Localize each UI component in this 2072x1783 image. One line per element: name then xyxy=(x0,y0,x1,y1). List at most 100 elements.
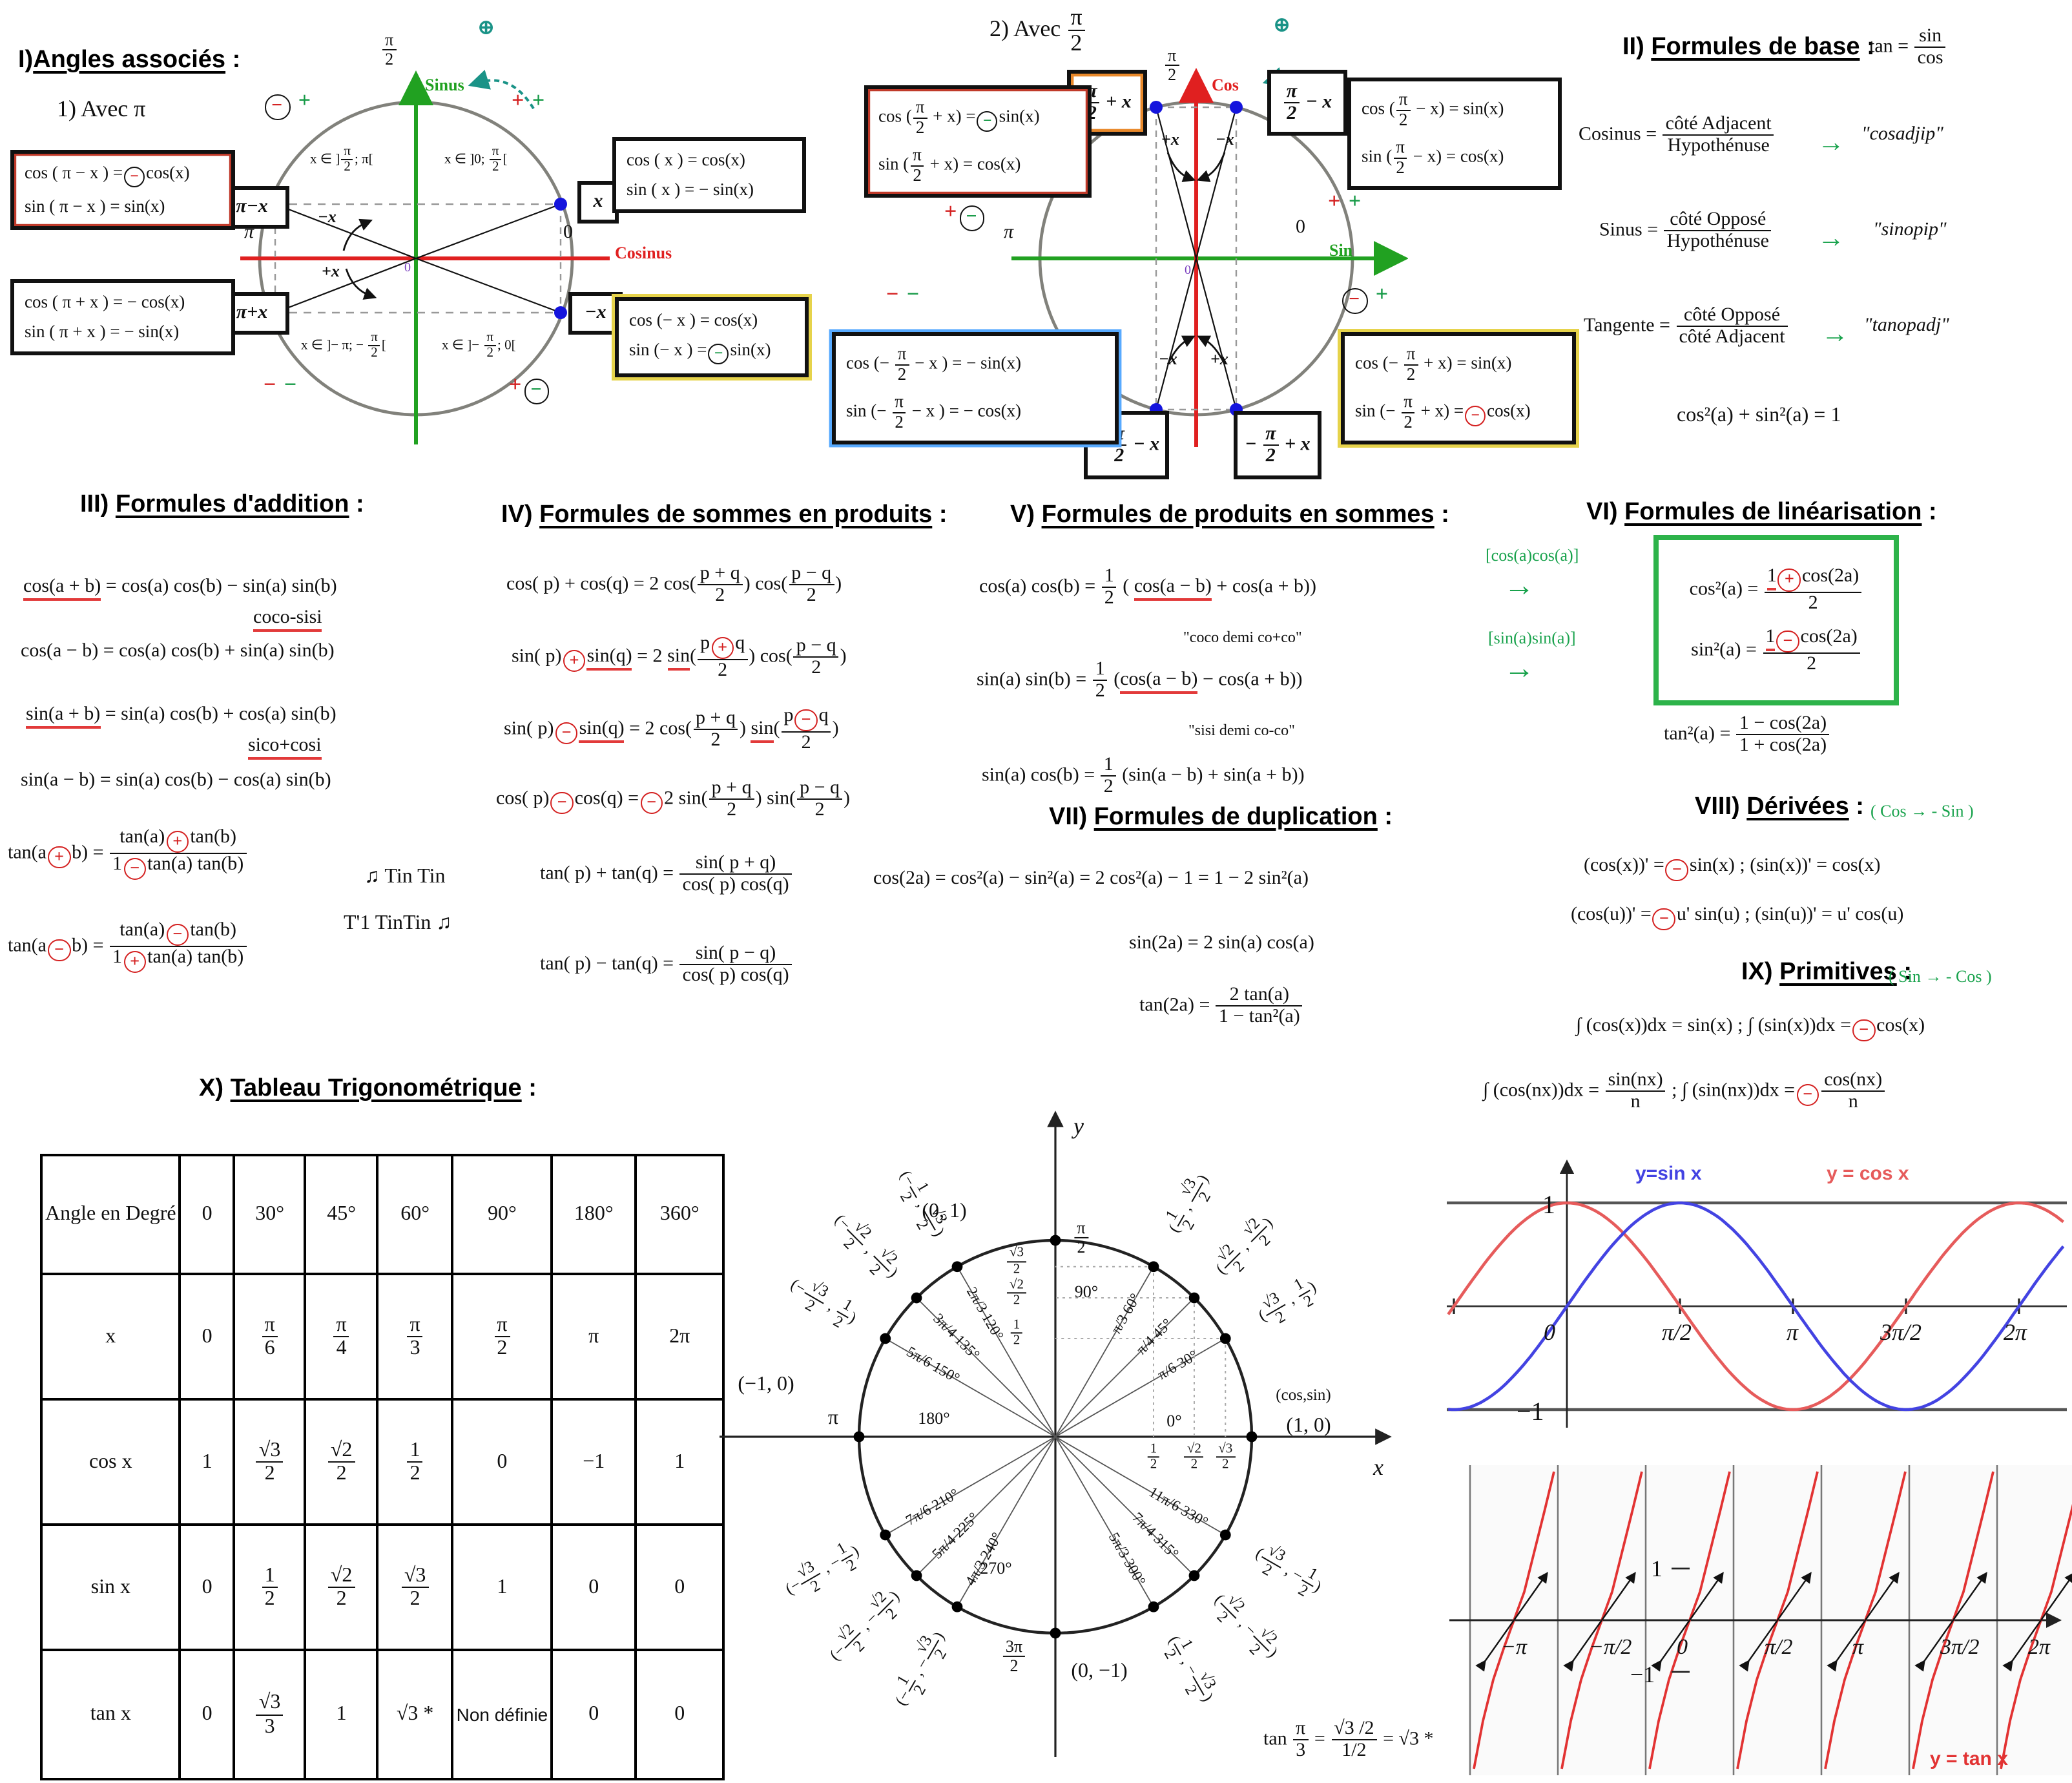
table-cell: tan x xyxy=(39,1649,181,1780)
linearisation-box: cos²(a) = 1+cos(2a)2 sin²(a) = 1−cos(2a)… xyxy=(1653,535,1899,705)
section-vi-title: VI) Formules de linéarisation : xyxy=(1586,499,1937,526)
formula-line: cos(a + b) = cos(a) cos(b) − sin(a) sin(… xyxy=(23,576,337,601)
c1-sign-q1: + + xyxy=(512,88,546,112)
formula-line: sin ( x ) = − sin(x) xyxy=(627,180,754,199)
formula-line: tan( p) + tan(q) = sin( p + q)cos( p) co… xyxy=(540,853,793,896)
unit-circle-coord: (−1, 0) xyxy=(738,1373,794,1395)
c1-sign-q3: − − xyxy=(264,372,298,397)
formula-line: ∫ (cos(nx))dx = sin(nx)n ; ∫ (sin(nx))dx… xyxy=(1483,1070,1886,1113)
table-cell: −1 xyxy=(550,1398,637,1526)
green-arrow-icon: → xyxy=(1821,319,1849,349)
table-cell: Angle en Degré xyxy=(39,1154,181,1275)
unit-circle-label: 90° xyxy=(1074,1282,1099,1301)
c2-sign-right-top: + + xyxy=(1328,189,1363,213)
cosinus-mnemonic: "cosadjip" xyxy=(1861,124,1943,145)
table-cell: 0 xyxy=(634,1523,725,1651)
section-x-title: X) Tableau Trigonométrique : xyxy=(199,1075,537,1102)
c1-rotation-icon: ⊕ xyxy=(478,18,495,39)
unit-circle-label: 270° xyxy=(980,1558,1012,1578)
section-i-subtitle: 1) Avec π xyxy=(57,96,146,121)
unit-circle-pi2-figure xyxy=(1011,67,1408,447)
unit-circle-label: π xyxy=(827,1407,839,1429)
c1-sign-q2: − + xyxy=(264,88,312,120)
formula-line: sin ( π − x ) = sin(x) xyxy=(25,196,165,216)
svg-text:−π/2: −π/2 xyxy=(1589,1635,1632,1659)
c1-minus-x-angle: −x xyxy=(318,207,337,226)
table-cell: sin x xyxy=(39,1523,181,1651)
tintin-note: T'1 TinTin ♫ xyxy=(344,912,452,934)
unit-circle-label: 0° xyxy=(1166,1411,1182,1430)
unit-circle-coord: (0, −1) xyxy=(1071,1660,1128,1682)
formula-line: (cos(u))' =−u' sin(u) ; (sin(u))' = u' c… xyxy=(1571,904,1903,931)
section-vii-title: VII) Formules de duplication : xyxy=(1049,804,1393,831)
pythagorean-identity: cos²(a) + sin²(a) = 1 xyxy=(1677,404,1841,426)
c1-box-pi-minus: cos ( π − x ) =−cos(x) sin ( π − x ) = s… xyxy=(10,150,235,231)
green-arrow-icon: → xyxy=(1818,224,1845,253)
table-cell: 1 xyxy=(304,1649,379,1780)
mnemonic-note: "coco demi co+co" xyxy=(1183,628,1302,646)
section-ix-title: IX) Primitives : xyxy=(1741,959,1912,986)
svg-text:π/2: π/2 xyxy=(1765,1635,1792,1659)
formula-line: cos(a − b) = cos(a) cos(b) + sin(a) sin(… xyxy=(21,641,335,662)
c1-box-pi-plus: cos ( π + x ) = − cos(x) sin ( π + x ) =… xyxy=(10,279,235,355)
section-i-title: I)Angles associés : xyxy=(18,47,241,74)
green-arrow-icon: → xyxy=(1504,651,1535,686)
derivative-hint: ( Cos → - Sin ) xyxy=(1870,801,1974,820)
c2-zero-label: 0 xyxy=(1296,217,1305,238)
formula-line: sin ( π + x ) = − sin(x) xyxy=(25,322,180,341)
svg-text:y = tan x: y = tan x xyxy=(1930,1748,2008,1769)
c2-rotation-icon: ⊕ xyxy=(1274,16,1290,36)
svg-text:−1: −1 xyxy=(1517,1397,1544,1426)
svg-text:0: 0 xyxy=(1677,1635,1688,1659)
c2-sign-right-bottom: − + xyxy=(1341,282,1389,314)
c1-box-x: cos ( x ) = cos(x) sin ( x ) = − sin(x) xyxy=(612,137,806,213)
svg-text:3π/2: 3π/2 xyxy=(1940,1635,1979,1659)
table-cell: cos x xyxy=(39,1398,181,1526)
tintin-note: ♫ Tin Tin xyxy=(364,866,446,888)
table-cell: 180° xyxy=(550,1154,637,1275)
c1-sin-axis-label: Sinus xyxy=(425,75,464,94)
unit-circle-coord: (0, 1) xyxy=(922,1200,967,1222)
unit-circle-coord: (1, 0) xyxy=(1286,1415,1331,1437)
mnemonic-line: sico+cosi xyxy=(248,735,322,760)
table-cell: √3 * xyxy=(376,1649,454,1780)
c1-box-minus-x: cos (− x ) = cos(x) sin (− x ) =−sin(x) xyxy=(615,297,809,378)
table-cell: 2π xyxy=(634,1273,725,1401)
formula-line: cos ( π − x ) =−cos(x) xyxy=(25,163,221,188)
svg-text:2π: 2π xyxy=(2028,1635,2051,1659)
section-iv-title: IV) Formules de sommes en produits : xyxy=(501,501,948,528)
svg-text:y = cos x: y = cos x xyxy=(1827,1163,1909,1184)
c2-tag-neg-pi2-minus-x: − π2 − x xyxy=(1084,411,1169,479)
table-cell: 90° xyxy=(451,1154,554,1275)
formula-line: tan(a+b) = tan(a)+tan(b)1−tan(a) tan(b) xyxy=(8,827,247,881)
primitive-hint: ( Sin → - Cos ) xyxy=(1889,966,1992,986)
table-cell: 45° xyxy=(304,1154,379,1275)
